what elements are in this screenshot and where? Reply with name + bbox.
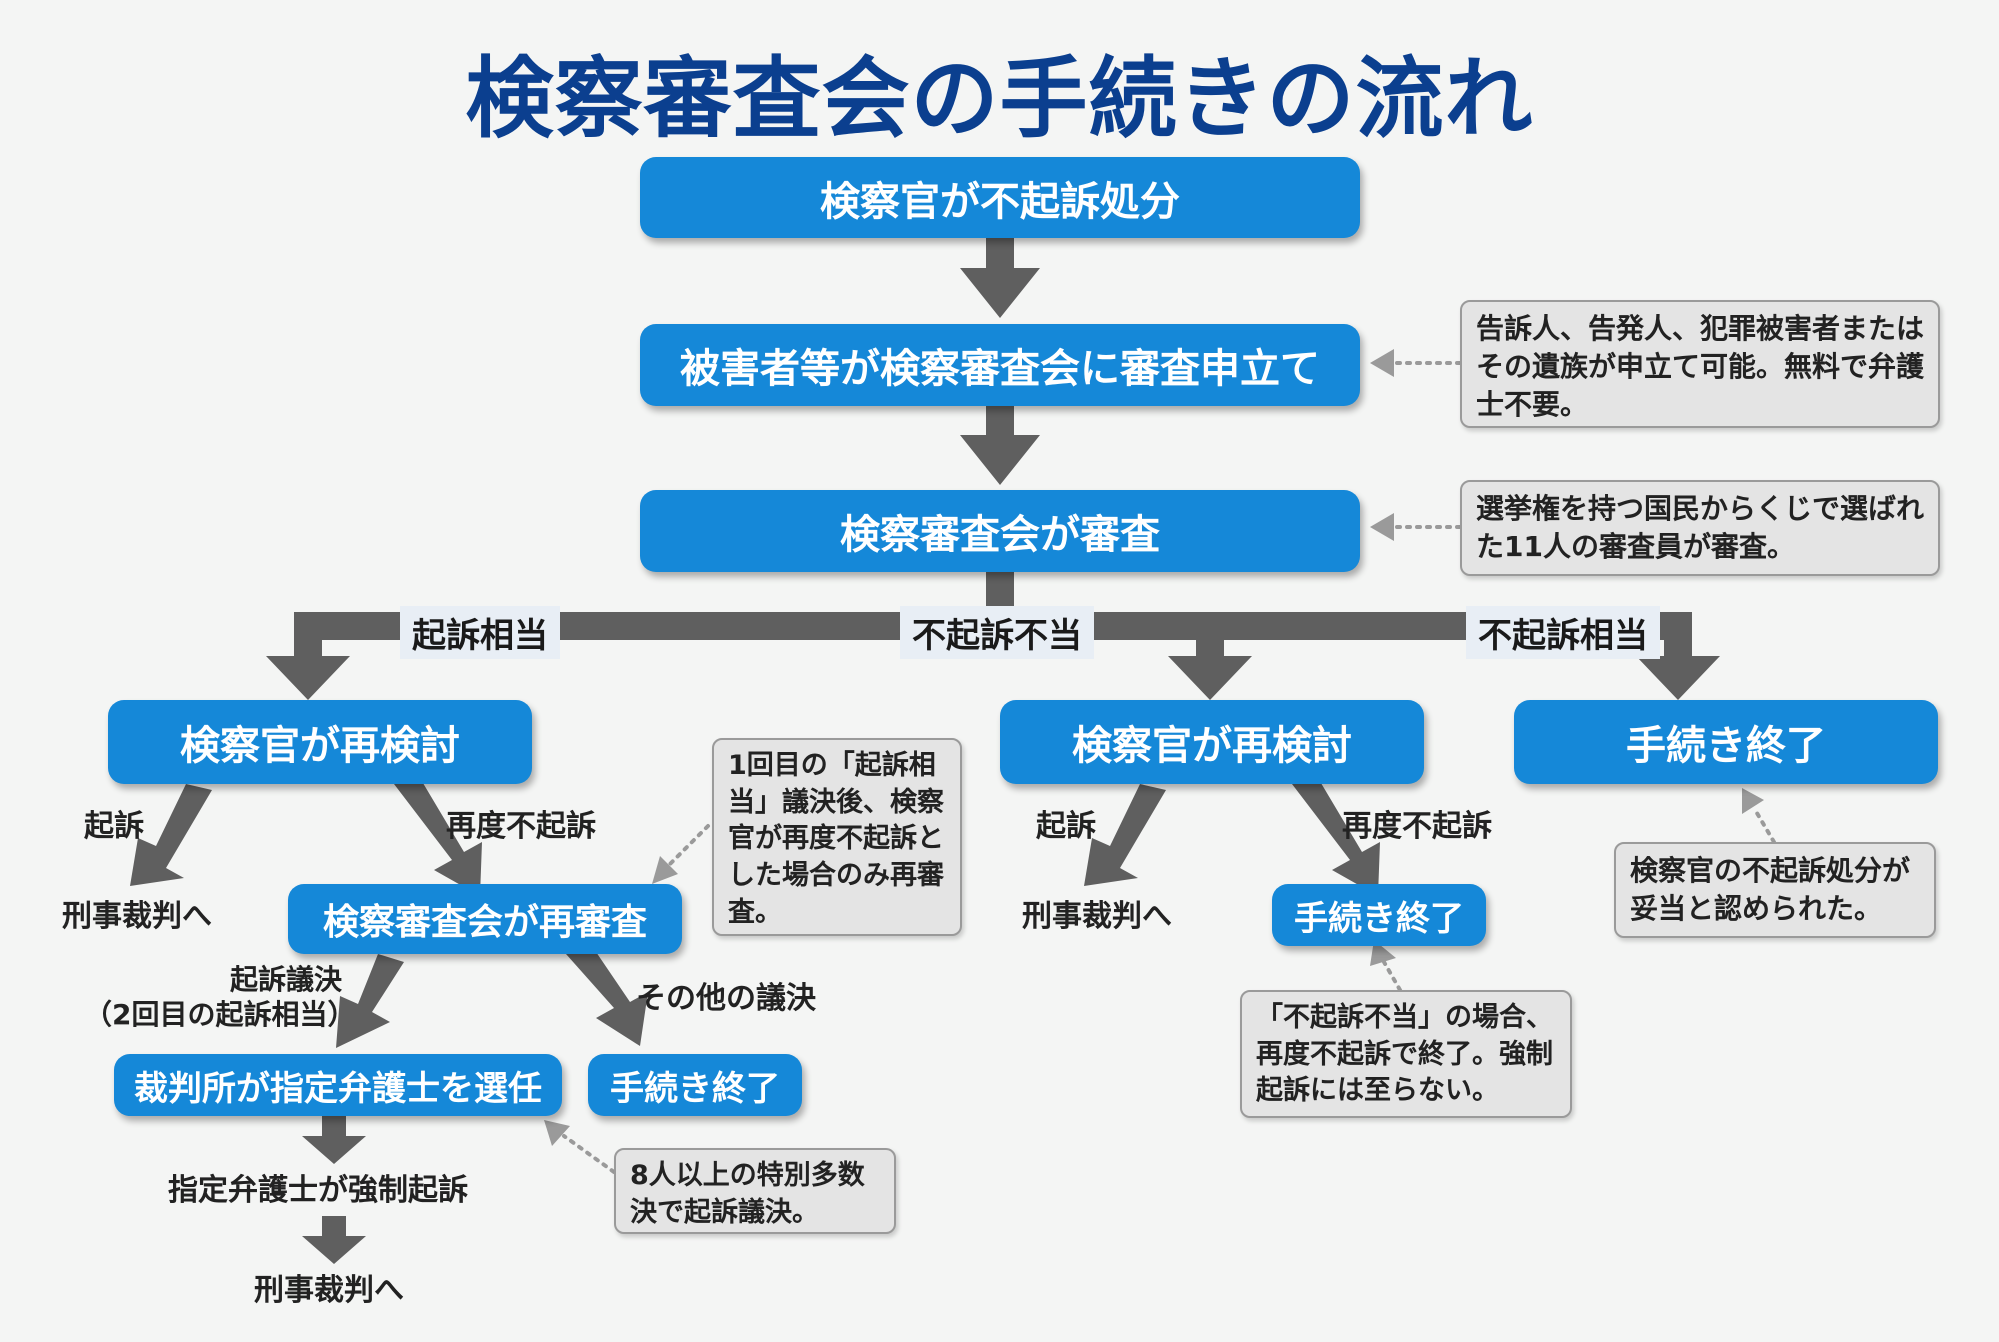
dotted-head-shinsa <box>1370 513 1394 541</box>
branch-label-kiso-soto: 起訴相当 <box>400 606 560 659</box>
arrow-left-saido <box>394 778 482 896</box>
dotted-tokubetsu <box>562 1134 616 1174</box>
arrow-branch-left <box>266 612 350 700</box>
note-end-right: 検察官の不起訴処分が妥当と認められた。 <box>1614 842 1936 938</box>
arrow-down-kyosei <box>302 1216 366 1264</box>
note-saishinsa: 1回目の「起訴相当」議決後、検察官が再度不起訴とした場合のみ再審査。 <box>712 738 962 936</box>
note-tokubetsu: 8人以上の特別多数決で起訴議決。 <box>614 1148 896 1234</box>
dotted-head-saishinsa <box>652 856 678 884</box>
label-kiso-center: 起訴 <box>1036 809 1096 844</box>
box-shinsa: 検察審査会が審査 <box>640 490 1360 572</box>
note-fukiso-futo: 「不起訴不当」の場合、再度不起訴で終了。強制起訴には至らない。 <box>1240 990 1572 1118</box>
label-sonota-giketsu: その他の議決 <box>636 981 816 1016</box>
label-kiso-giketsu-line2: （2回目の起訴相当） <box>84 998 356 1031</box>
dotted-fukiso-futo <box>1382 960 1402 992</box>
arrow-branch-center <box>1168 612 1252 700</box>
box-moshitate: 被害者等が検察審査会に審査申立て <box>640 324 1360 406</box>
arrow-sonota <box>566 946 648 1046</box>
label-saido-left: 再度不起訴 <box>446 809 596 844</box>
dotted-saishinsa <box>666 824 710 868</box>
label-keiji-left: 刑事裁判へ <box>62 899 212 934</box>
arrow-down-bengoshi <box>302 1116 366 1164</box>
dotted-head-end-right <box>1742 788 1764 814</box>
box-bengoshi-sennin: 裁判所が指定弁護士を選任 <box>114 1054 562 1116</box>
box-end-center: 手続き終了 <box>1272 884 1486 946</box>
box-end-left: 手続き終了 <box>588 1054 802 1116</box>
label-saido-center: 再度不起訴 <box>1342 809 1492 844</box>
dotted-head-fukiso-futo <box>1370 940 1396 966</box>
note-moshitate: 告訴人、告発人、犯罪被害者またはその遺族が申立て可能。無料で弁護士不要。 <box>1460 300 1940 428</box>
box-saikento-left: 検察官が再検討 <box>108 700 532 784</box>
arrow-center-saido <box>1292 778 1380 896</box>
label-kyosei-kiso: 指定弁護士が強制起訴 <box>168 1173 468 1208</box>
box-saikento-center: 検察官が再検討 <box>1000 700 1424 784</box>
note-shinsa: 選挙権を持つ国民からくじで選ばれた11人の審査員が審査。 <box>1460 480 1940 576</box>
box-end-right: 手続き終了 <box>1514 700 1938 784</box>
arrow-center-kiso <box>1084 784 1166 886</box>
box-fukiso-shobun: 検察官が不起訴処分 <box>640 157 1360 238</box>
dotted-end-right <box>1752 806 1776 844</box>
arrow-kiso-giketsu <box>336 954 404 1048</box>
label-kiso-giketsu-line1: 起訴議決 <box>229 963 342 996</box>
branch-stem <box>986 572 1014 612</box>
arrow-branch-right <box>1636 612 1720 700</box>
arrow-down-1 <box>960 238 1040 318</box>
branch-label-fukiso-futo: 不起訴不当 <box>900 606 1094 659</box>
label-keiji-bottom: 刑事裁判へ <box>254 1273 404 1308</box>
arrow-down-2 <box>960 406 1040 485</box>
page-title: 検察審査会の手続きの流れ <box>465 47 1534 150</box>
branch-label-fukiso-soto: 不起訴相当 <box>1466 606 1660 659</box>
box-saishinsa: 検察審査会が再審査 <box>288 884 682 954</box>
dotted-head-moshitate <box>1370 349 1394 377</box>
label-kiso-left: 起訴 <box>84 809 144 844</box>
label-kiso-giketsu: 起訴議決 （2回目の起訴相当） <box>84 962 356 1032</box>
arrow-left-kiso <box>130 784 212 886</box>
dotted-head-tokubetsu <box>544 1120 570 1146</box>
label-keiji-center: 刑事裁判へ <box>1022 899 1172 934</box>
